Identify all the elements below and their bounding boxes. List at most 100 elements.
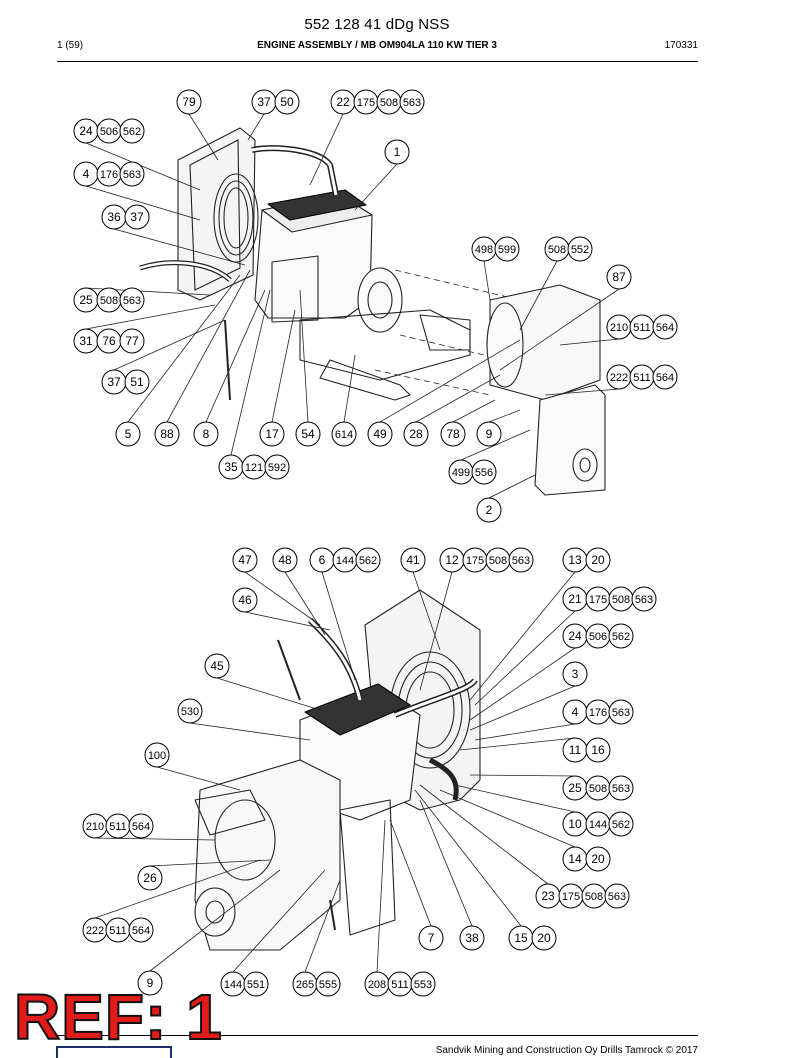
part-number: 144 [336,555,354,567]
callout-circle [494,236,520,262]
callout-group: 26 [137,865,163,891]
part-number: 563 [612,783,630,795]
leader-line [419,799,473,927]
part-number: 222 [86,925,104,937]
leader-line [247,113,265,141]
leader-line [415,374,501,423]
callout-group: 48 [272,547,298,573]
callout-circle [355,547,381,573]
part-number: 24 [568,629,582,643]
document-title: 552 128 41 dDg NSS [304,16,450,33]
part-number: 563 [608,891,626,903]
part-number: 508 [612,594,630,606]
part-number: 556 [475,467,493,479]
callout-circle [119,161,145,187]
leader-line [459,737,576,751]
callout-circle [531,925,557,951]
part-number: 50 [280,95,294,109]
callout-circle [119,118,145,144]
leader-line [166,269,251,423]
part-number: 22 [336,95,350,109]
callout-circle [471,459,497,485]
part-number: 76 [102,334,116,348]
leader-line [519,260,558,331]
callout-circle [243,971,269,997]
part-number: 20 [591,553,605,567]
callout-circle [295,421,321,447]
callout-group: 614 [331,421,357,447]
leader-line [189,722,311,741]
part-number: 563 [123,169,141,181]
part-number: 511 [633,322,651,334]
part-number: 176 [589,707,607,719]
callout-circle [124,369,150,395]
callout-group: 530 [177,698,203,724]
callout-circle [652,314,678,340]
part-number: 20 [537,931,551,945]
part-number: 592 [268,462,286,474]
leader-line [414,789,522,927]
callout-group: 78 [440,421,466,447]
part-number: 24 [79,124,93,138]
leader-line [85,185,201,221]
part-number: 210 [86,821,104,833]
leader-line [94,859,261,919]
leader-line [454,784,576,813]
callout-circle [204,653,230,679]
callout-group: 54 [295,421,321,447]
callout-group: 47 [232,547,258,573]
callout-circle [585,547,611,573]
part-number: 25 [568,781,582,795]
callout-circle [119,287,145,313]
part-number: 564 [132,821,150,833]
part-number: 41 [406,553,420,567]
part-number: 511 [109,925,127,937]
part-number: 562 [612,819,630,831]
part-number: 100 [148,750,166,762]
part-number: 563 [635,594,653,606]
leader-line [483,260,491,301]
leader-line [113,228,246,266]
callout-circle [608,699,634,725]
leader-line [389,819,432,927]
callout-group: 9 [476,421,502,447]
leader-line [379,339,521,423]
callout-circle [384,139,410,165]
leader-line [85,304,216,330]
leader-line [474,723,576,741]
footer-rule [57,1035,698,1036]
part-number: 45 [210,659,224,673]
callout-group: 28 [403,421,429,447]
callout-circle [508,547,534,573]
leader-line [544,388,620,396]
leader-line [439,789,576,848]
part-number: 508 [380,97,398,109]
part-number: 562 [359,555,377,567]
part-number: 562 [612,631,630,643]
document-code: 170331 [664,40,698,51]
part-number: 48 [278,553,292,567]
part-number: 144 [224,979,242,991]
callout-circle [264,454,290,480]
callout-leader-lines [85,113,620,973]
part-number: 28 [409,427,423,441]
callout-circle [367,421,393,447]
leader-line [94,837,216,841]
callout-circle [128,813,154,839]
callout-circle [137,970,163,996]
part-number: 8 [203,427,210,441]
part-number: 222 [610,372,628,384]
leader-line [376,819,386,973]
